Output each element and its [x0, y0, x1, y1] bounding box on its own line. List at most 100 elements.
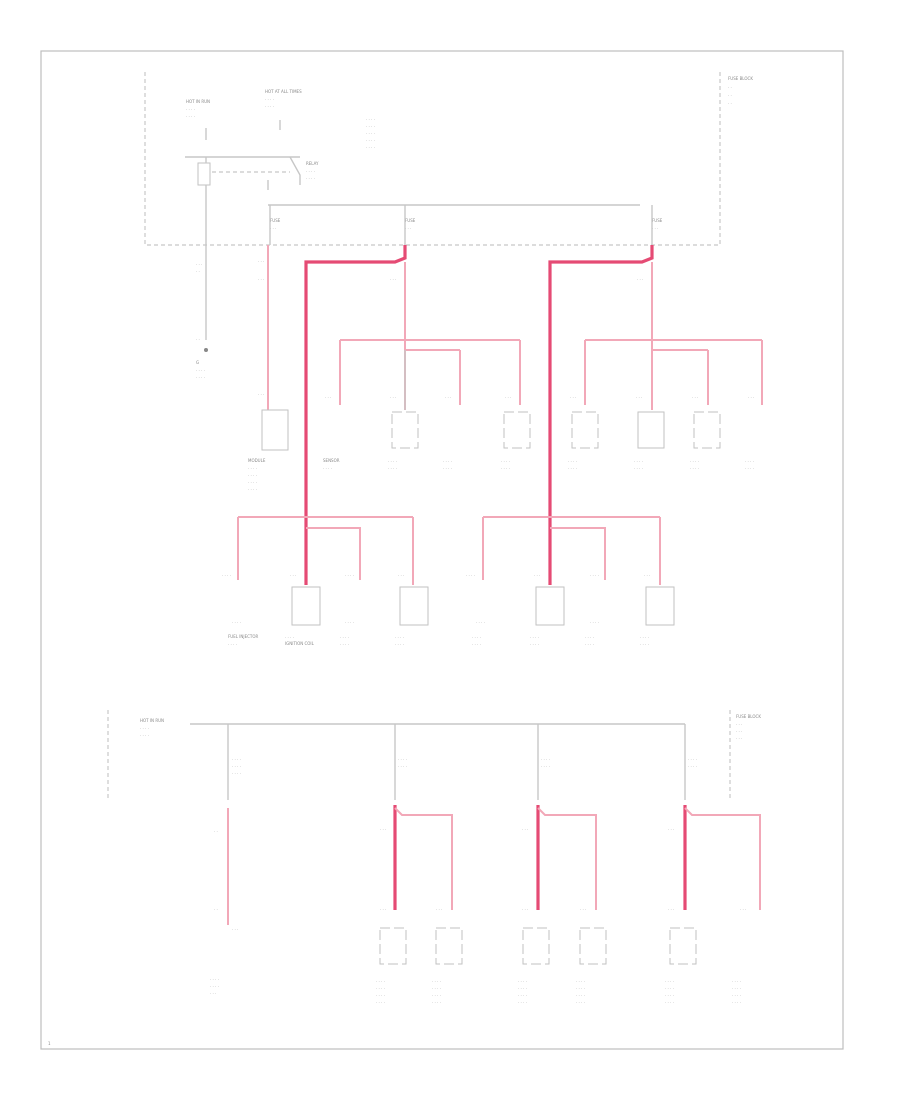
- feed-left-label: HOT IN RUN: [186, 99, 210, 104]
- svg-text:. . . .: . . . .: [443, 458, 452, 463]
- svg-text:. . .: . . .: [692, 394, 698, 399]
- svg-text:. . . .: . . . .: [232, 756, 241, 761]
- svg-text:. . . .: . . . .: [476, 619, 485, 624]
- top-fuse-block: FUSE BLOCK . . . . . .: [144, 72, 753, 246]
- svg-text:. . .: . . .: [748, 394, 754, 399]
- svg-text:. . . .: . . . .: [640, 634, 649, 639]
- svg-text:. . . .: . . . .: [432, 999, 441, 1004]
- svg-text:. . . .: . . . .: [576, 999, 585, 1004]
- svg-text:. . .: . . .: [210, 990, 216, 995]
- svg-text:. . .: . . .: [258, 391, 264, 396]
- svg-text:. .: . .: [214, 906, 218, 911]
- svg-text:. . . .: . . . .: [432, 978, 441, 983]
- svg-text:. . . .: . . . .: [210, 983, 219, 988]
- svg-text:. . .: . . .: [534, 572, 540, 577]
- svg-text:. . .: . . .: [436, 906, 442, 911]
- svg-text:. .: . .: [728, 92, 732, 97]
- svg-text:. . . .: . . . .: [530, 641, 539, 646]
- svg-text:. . . .: . . . .: [732, 992, 741, 997]
- svg-text:. . . .: . . . .: [398, 763, 407, 768]
- svg-text:. . . .: . . . .: [306, 175, 315, 180]
- svg-text:. . .: . . .: [390, 276, 396, 281]
- svg-text:. . . .: . . . .: [732, 985, 741, 990]
- fuse-a-label: FUSE: [270, 218, 281, 223]
- svg-text:. . . .: . . . .: [665, 985, 674, 990]
- svg-text:. .: . .: [728, 84, 732, 89]
- wire-fuse-c-main: [548, 245, 654, 520]
- ground-label: G: [196, 360, 199, 365]
- svg-text:. . . .: . . . .: [186, 113, 195, 118]
- svg-text:. . . .: . . . .: [576, 978, 585, 983]
- svg-text:. . . .: . . . .: [340, 634, 349, 639]
- relay-label: RELAY: [306, 161, 319, 166]
- svg-text:. . . .: . . . .: [366, 130, 375, 135]
- svg-text:. . .: . . .: [522, 906, 528, 911]
- svg-text:. . . .: . . . .: [541, 763, 550, 768]
- svg-text:. . . .: . . . .: [472, 641, 481, 646]
- svg-text:. . .: . . .: [736, 728, 742, 733]
- svg-text:. . .: . . .: [196, 261, 202, 266]
- svg-text:. . .: . . .: [380, 826, 386, 831]
- svg-text:. . . .: . . . .: [398, 756, 407, 761]
- svg-text:. . . .: . . . .: [541, 756, 550, 761]
- svg-text:. . .: . . .: [736, 721, 742, 726]
- svg-text:. .: . .: [196, 268, 200, 273]
- svg-text:. . . .: . . . .: [232, 763, 241, 768]
- mid-left-components: . . . . . . . . . . . . . . . . . . . . …: [222, 572, 429, 646]
- svg-text:. . . .: . . . .: [590, 572, 599, 577]
- control-module: [261, 409, 289, 451]
- svg-text:. . .: . . .: [232, 926, 238, 931]
- svg-text:. . .: . . .: [668, 906, 674, 911]
- control-module-label: MODULE: [248, 458, 266, 463]
- top-relay: RELAY . . . . . . . . . . . . . . . G . …: [185, 120, 319, 379]
- top-fuse-labels: FUSE . . . FUSE . . . FUSE . . .: [270, 218, 663, 230]
- svg-text:. . .: . . .: [668, 826, 674, 831]
- svg-text:. . . .: . . . .: [576, 992, 585, 997]
- svg-text:. . . .: . . . .: [345, 572, 354, 577]
- svg-text:. . . .: . . . .: [323, 465, 332, 470]
- svg-text:. . .: . . .: [390, 394, 396, 399]
- svg-text:. . .: . . .: [270, 225, 276, 230]
- svg-text:. . . .: . . . .: [376, 985, 385, 990]
- fuse-c-label: FUSE: [652, 218, 663, 223]
- ignition-coil-label: IGNITION COIL: [285, 641, 315, 646]
- svg-text:. . . .: . . . .: [340, 641, 349, 646]
- svg-text:. . . .: . . . .: [732, 999, 741, 1004]
- svg-text:. . . .: . . . .: [366, 116, 375, 121]
- corner-id: 1: [48, 1041, 51, 1046]
- svg-text:. . . .: . . . .: [634, 458, 643, 463]
- svg-text:. . . .: . . . .: [366, 144, 375, 149]
- svg-text:. . . .: . . . .: [432, 992, 441, 997]
- svg-text:. . . .: . . . .: [186, 106, 195, 111]
- svg-text:. .: . .: [214, 828, 218, 833]
- svg-text:. . . .: . . . .: [745, 458, 754, 463]
- svg-text:. . . .: . . . .: [688, 763, 697, 768]
- relay-box: [197, 162, 211, 186]
- svg-text:. . .: . . .: [398, 572, 404, 577]
- svg-text:. . . .: . . . .: [665, 978, 674, 983]
- svg-text:. . . .: . . . .: [634, 465, 643, 470]
- svg-text:. . . .: . . . .: [366, 123, 375, 128]
- top-row-c-components: . . . . . . . . . . . . . . . . . . . . …: [568, 394, 754, 470]
- svg-text:. . . .: . . . .: [376, 992, 385, 997]
- svg-text:. . . .: . . . .: [265, 96, 274, 101]
- svg-text:. . .: . . .: [652, 225, 658, 230]
- svg-text:. . . .: . . . .: [665, 999, 674, 1004]
- svg-text:. . . .: . . . .: [248, 486, 257, 491]
- svg-text:. . . .: . . . .: [388, 458, 397, 463]
- svg-text:. . . .: . . . .: [665, 992, 674, 997]
- svg-text:. . . .: . . . .: [568, 458, 577, 463]
- svg-text:. . . .: . . . .: [745, 465, 754, 470]
- svg-text:. . .: . . .: [325, 394, 331, 399]
- svg-text:. . .: . . .: [445, 394, 451, 399]
- svg-text:. . .: . . .: [290, 572, 296, 577]
- svg-text:. . . .: . . . .: [501, 465, 510, 470]
- svg-text:. . . .: . . . .: [345, 619, 354, 624]
- top-fuse-block-label: FUSE BLOCK: [728, 76, 753, 81]
- svg-text:. . . .: . . . .: [265, 103, 274, 108]
- svg-text:. . .: . . .: [380, 906, 386, 911]
- svg-text:. . .: . . .: [505, 394, 511, 399]
- svg-text:. . . .: . . . .: [248, 465, 257, 470]
- top-feed-labels: HOT IN RUN . . . . . . . . HOT AT ALL TI…: [186, 89, 375, 149]
- svg-text:. . . .: . . . .: [443, 465, 452, 470]
